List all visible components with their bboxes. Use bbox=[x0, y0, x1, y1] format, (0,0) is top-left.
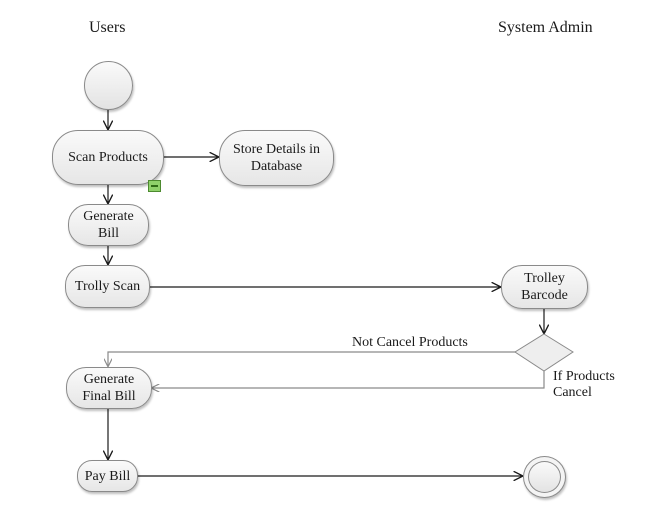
decision-node bbox=[514, 333, 574, 372]
activity-label: Database bbox=[250, 159, 303, 174]
activity-scan-products: Scan Products bbox=[52, 130, 164, 185]
lane-title-system-admin: System Admin bbox=[498, 19, 593, 36]
initial-node bbox=[84, 61, 133, 110]
database-icon bbox=[148, 180, 161, 192]
final-node bbox=[523, 456, 566, 498]
activity-trolley-barcode: Trolley Barcode bbox=[501, 265, 588, 309]
activity-label: Scan Products bbox=[68, 150, 148, 165]
activity-label: Barcode bbox=[521, 288, 568, 303]
activity-generate-final-bill: Generate Final Bill bbox=[66, 367, 152, 409]
activity-label: Trolly Scan bbox=[74, 279, 141, 294]
activity-label: Generate bbox=[83, 209, 134, 224]
guard-label: If Products bbox=[553, 369, 615, 384]
edge-if-cancel bbox=[152, 371, 545, 388]
activity-generate-bill: Generate Bill bbox=[68, 204, 149, 246]
activity-label: Pay Bill bbox=[84, 468, 131, 484]
guard-if-cancel: If Products Cancel bbox=[553, 369, 615, 401]
activity-label: Store Details in bbox=[232, 142, 321, 157]
final-node-inner bbox=[528, 461, 561, 493]
activity-pay-bill: Pay Bill bbox=[77, 460, 138, 492]
lane-title-users: Users bbox=[89, 19, 126, 36]
activity-store-details: Store Details in Database bbox=[219, 130, 334, 186]
activity-label: Trolley bbox=[524, 271, 565, 286]
activity-label: Generate bbox=[83, 372, 135, 387]
activity-trolly-scan: Trolly Scan bbox=[65, 265, 150, 308]
edge-not-cancel bbox=[108, 351, 516, 366]
guard-label: Cancel bbox=[553, 385, 592, 400]
activity-label: Final Bill bbox=[82, 389, 136, 404]
guard-not-cancel: Not Cancel Products bbox=[352, 335, 468, 350]
activity-label: Bill bbox=[97, 226, 119, 241]
